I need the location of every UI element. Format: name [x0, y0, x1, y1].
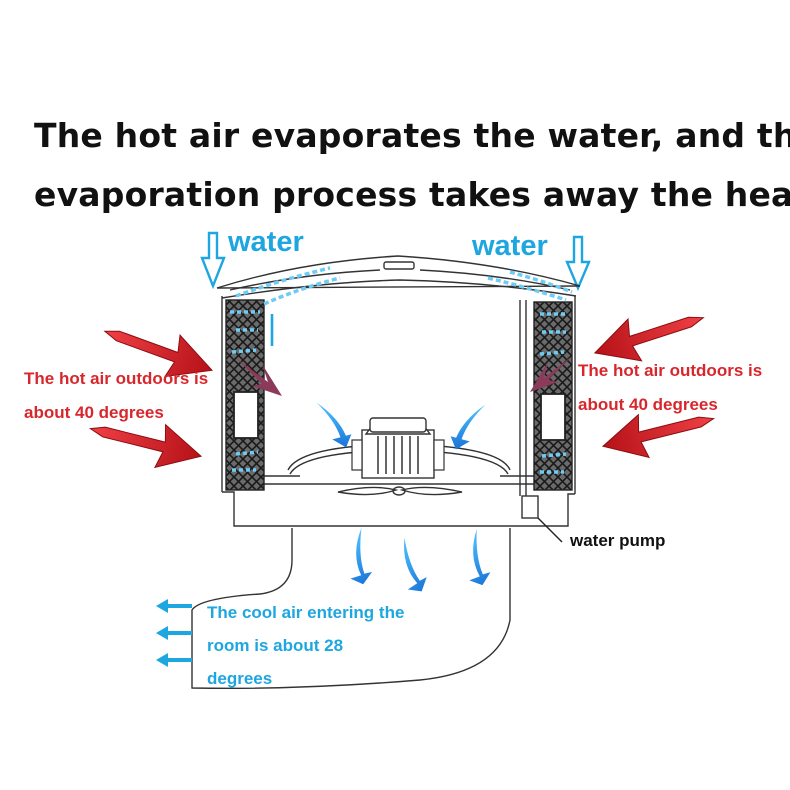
- right-cooling-pad: [533, 301, 573, 491]
- cool-air-label-line-1: The cool air entering the: [207, 603, 405, 622]
- left-arrow-icon: [156, 626, 192, 640]
- water-pump-label: water pump: [570, 531, 666, 550]
- hot-air-label-left-line-1: The hot air outdoors is: [24, 369, 209, 388]
- cool-air-arrow-icon: [338, 527, 388, 587]
- cool-air-arrow-icon: [443, 404, 498, 450]
- water-spray: [235, 266, 573, 306]
- hot-air-label-right-line-1: The hot air outdoors is: [578, 361, 763, 380]
- water-label-right: water: [472, 230, 548, 262]
- hot-air-label-left: The hot air outdoors is about 40 degrees: [24, 362, 208, 430]
- hot-air-label-left-line-2: about 40 degrees: [24, 403, 164, 422]
- headline-line-1: The hot air evaporates the water, and th…: [34, 116, 790, 155]
- cool-air-label-line-2: room is about 28: [207, 636, 344, 655]
- hot-air-label-right-line-2: about 40 degrees: [578, 395, 718, 414]
- hot-air-arrow-icon: [530, 356, 572, 392]
- left-cooling-pad: [225, 299, 265, 491]
- cooler-unit: [191, 255, 581, 690]
- water-down-arrow-icon: [565, 235, 591, 292]
- room-air-arrows: [156, 599, 192, 667]
- cool-air-label-line-3: degrees: [207, 669, 273, 688]
- cool-air-label: The cool air entering the room is about …: [207, 596, 404, 695]
- water-label-left: water: [228, 226, 304, 258]
- water-pump: [521, 495, 563, 543]
- cool-air-arrow-icon: [456, 529, 505, 587]
- cool-air-arrow-icon: [394, 537, 434, 593]
- fan-motor: [351, 417, 445, 479]
- headline-line-2: evaporation process takes away the heat: [34, 175, 790, 214]
- hot-air-arrow-icon: [236, 358, 282, 396]
- left-arrow-icon: [156, 653, 192, 667]
- cool-air-arrow-icon: [304, 402, 359, 448]
- hot-air-label-right: The hot air outdoors is about 40 degrees: [578, 354, 762, 422]
- left-arrow-icon: [156, 599, 192, 613]
- water-down-arrow-icon: [200, 231, 226, 290]
